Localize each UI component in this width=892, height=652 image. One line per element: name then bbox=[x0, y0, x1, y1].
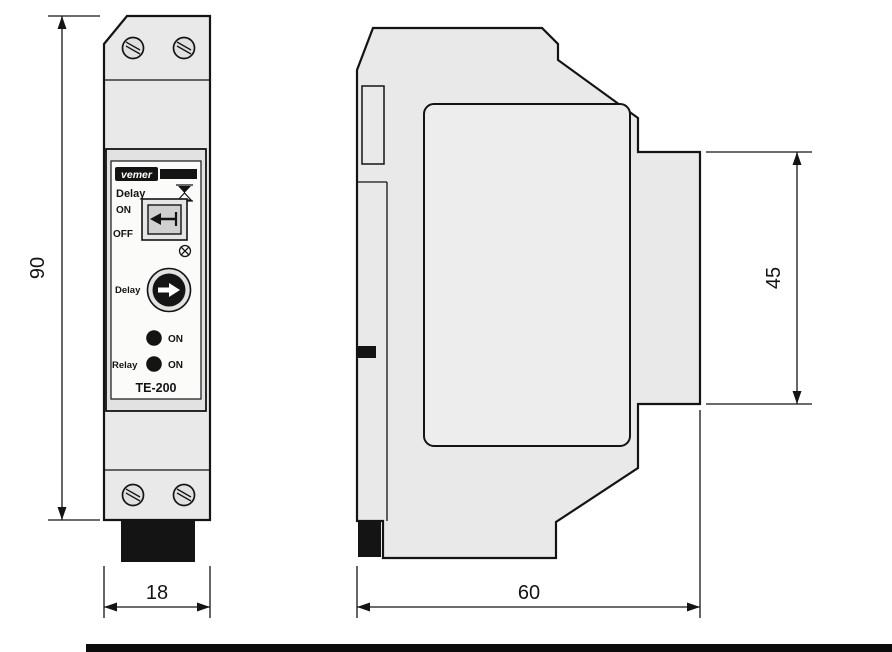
rail-spring-clip bbox=[357, 346, 376, 358]
delay-knob[interactable] bbox=[146, 267, 192, 313]
screw-bottom-right bbox=[172, 483, 196, 507]
rail-clip-tab bbox=[358, 521, 381, 557]
model-label: TE-200 bbox=[136, 381, 177, 395]
dimension-depth: 60 bbox=[356, 410, 701, 618]
circle-x-icon bbox=[178, 244, 192, 258]
arrow-up-icon bbox=[57, 16, 67, 29]
side-view bbox=[355, 26, 702, 560]
relay-led-label: ON bbox=[168, 360, 183, 371]
arrow-left-icon bbox=[357, 602, 370, 612]
logo-bar bbox=[160, 169, 197, 179]
knob-label: Delay bbox=[115, 285, 141, 296]
dim-height-value: 90 bbox=[27, 257, 49, 279]
switch-on-label: ON bbox=[116, 205, 131, 216]
screw-top-left bbox=[121, 36, 145, 60]
switch-off-label: OFF bbox=[113, 229, 133, 240]
left-arrow-icon bbox=[150, 212, 178, 226]
dimension-height: 90 bbox=[27, 15, 100, 521]
power-led bbox=[146, 330, 162, 346]
arrow-right-icon bbox=[687, 602, 700, 612]
relay-led bbox=[146, 356, 162, 372]
dim-front-height-value: 45 bbox=[763, 267, 785, 289]
mode-switch-button[interactable] bbox=[141, 198, 188, 241]
brand-logo: vemer bbox=[121, 169, 153, 181]
delay-heading: Delay bbox=[116, 188, 146, 200]
arrow-down-icon bbox=[792, 391, 802, 404]
arrow-left-icon bbox=[104, 602, 117, 612]
side-vent-slot bbox=[361, 85, 385, 165]
relay-label: Relay bbox=[112, 360, 138, 371]
right-arrow-icon bbox=[158, 283, 180, 297]
front-view: vemer Delay ON OFF bbox=[102, 14, 212, 562]
power-led-label: ON bbox=[168, 334, 183, 345]
dimension-front-height: 45 bbox=[706, 151, 812, 405]
footer-bar bbox=[86, 644, 892, 652]
dim-depth-value: 60 bbox=[518, 582, 540, 604]
terminal-block bbox=[121, 520, 195, 562]
side-housing-seam bbox=[423, 103, 631, 447]
screw-top-right bbox=[172, 36, 196, 60]
brand-logo-box bbox=[115, 167, 158, 181]
screw-bottom-left bbox=[121, 483, 145, 507]
dim-width-value: 18 bbox=[146, 582, 168, 604]
arrow-down-icon bbox=[57, 507, 67, 520]
arrow-up-icon bbox=[792, 152, 802, 165]
arrow-right-icon bbox=[197, 602, 210, 612]
dimension-width: 18 bbox=[103, 566, 211, 618]
